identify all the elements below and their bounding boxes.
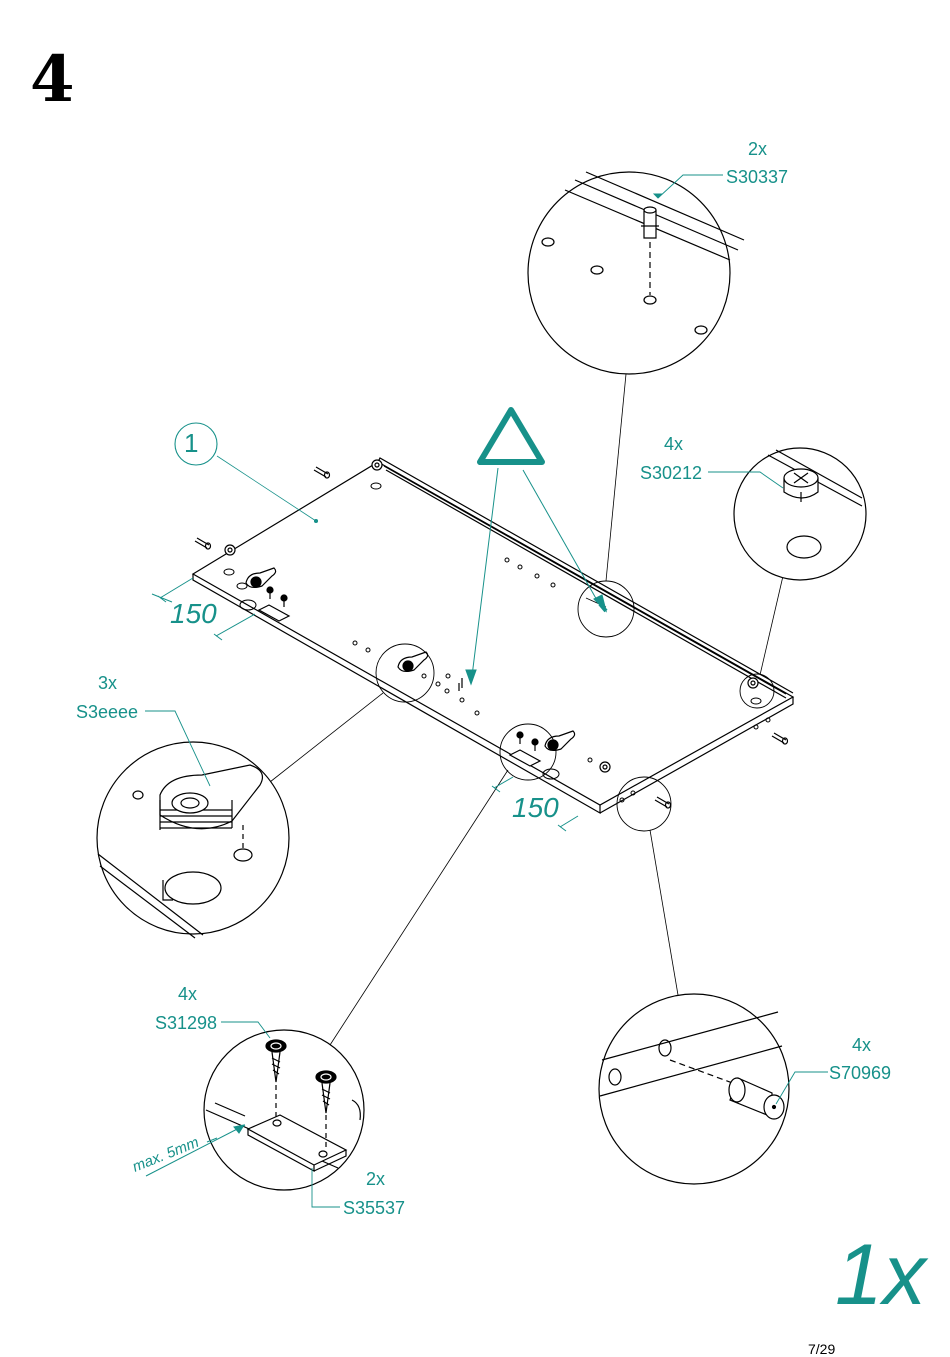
part-badge-number: 1	[184, 428, 199, 458]
screw-code: S31298	[155, 1013, 218, 1033]
plate-qty: 2x	[366, 1169, 386, 1189]
step-number: 4	[30, 42, 75, 117]
cam-lock-qty: 3x	[98, 673, 118, 693]
screw-qty: 4x	[178, 984, 198, 1004]
part-badge-circle	[174, 422, 218, 466]
dimension-left: 150	[170, 598, 217, 629]
panel-holes	[223, 482, 771, 803]
cam-housing-qty: 4x	[664, 434, 684, 454]
cam-lock-code: S3eeee	[76, 702, 139, 722]
detail-screw-plate	[203, 1029, 365, 1191]
panel-cam-locks	[245, 567, 576, 752]
panel-cam-housings	[224, 459, 759, 773]
top-dowel-code: S30337	[726, 167, 789, 187]
dowel-qty: 4x	[852, 1035, 872, 1055]
dimension-marks	[145, 577, 579, 1177]
top-dowel-qty: 2x	[748, 139, 768, 159]
detail-cam-lock	[96, 741, 290, 939]
warning-icon	[465, 407, 608, 686]
detail-top-dowel	[527, 171, 745, 375]
panel-screws-plates	[257, 586, 542, 767]
callout-leaders	[145, 174, 828, 1208]
detail-cam-housing	[733, 447, 867, 581]
plate-code: S35537	[343, 1198, 406, 1218]
detail-dowel	[598, 993, 790, 1185]
dowel-code: S70969	[829, 1063, 892, 1083]
loose-dowels	[194, 466, 789, 809]
quantity-label: 1x	[835, 1227, 926, 1323]
page-number: 7/29	[808, 1341, 836, 1357]
dimension-right: 150	[512, 792, 559, 823]
cam-housing-code: S30212	[640, 463, 703, 483]
